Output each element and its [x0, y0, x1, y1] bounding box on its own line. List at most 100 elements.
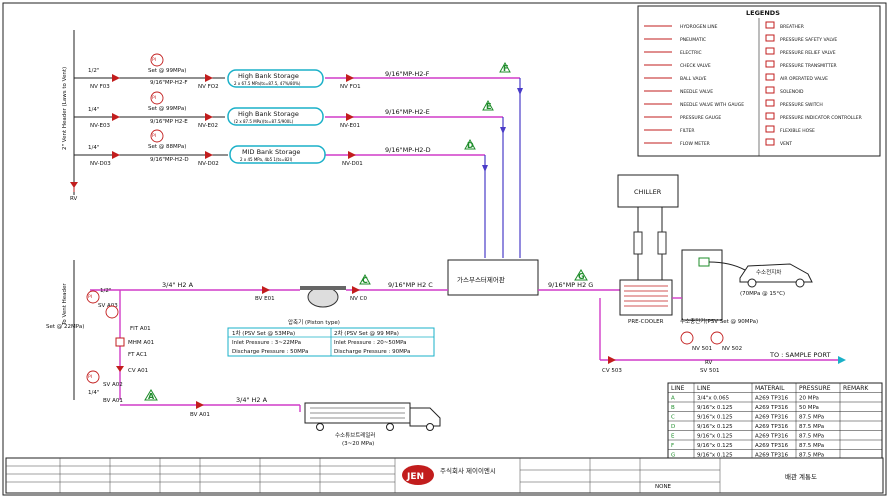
vehicle-label: 수소전지차 [756, 268, 781, 276]
gauge-a03-text: PI [88, 294, 92, 300]
legend-right-symbol [765, 60, 775, 68]
valve-nv-501-label: NV 501 [692, 346, 712, 352]
legend-right-symbol [765, 47, 775, 55]
line-table-cell: A269 TP316 [755, 453, 789, 459]
line-table-cell: 9/16"x 0.125 [697, 453, 733, 459]
valve-d02-label: NV-D02 [198, 161, 219, 167]
stage2-label: 2차 (PSV Set @ 99 MPa) [334, 329, 399, 337]
legend-left-item: FLOW METER [680, 141, 710, 147]
stage2-discharge: Discharge Pressure : 90MPa [334, 349, 410, 355]
line-e-left-label: 9/16"MP H2-E [150, 119, 188, 125]
valve-cv-503-icon[interactable] [608, 356, 616, 364]
line-table-cell: D [671, 424, 675, 430]
line-table-cell: E [671, 434, 675, 440]
line-table-cell: A269 TP316 [755, 424, 789, 430]
valve-cv-a01-icon[interactable] [116, 366, 124, 372]
quarter-inch-e: 1/4" [88, 107, 99, 113]
valve-f03-label: NV F03 [90, 84, 110, 90]
line-table-cell: B [671, 405, 675, 411]
fit-a01-label: FIT A01 [130, 326, 151, 332]
valve-d01-icon[interactable] [348, 151, 356, 159]
line-table-header: REMARK [843, 385, 869, 392]
company-logo-icon [402, 465, 434, 485]
legend-left-item: NEEDLE VALVE WITH GAUGE [680, 102, 744, 108]
valve-d03-label: NV-D03 [90, 161, 111, 167]
valve-e01-icon[interactable] [346, 113, 354, 121]
tag-g: G [578, 272, 585, 281]
sample-port-arrow [838, 356, 846, 364]
tag-c-triangle [359, 273, 371, 285]
line-f-right-label: 9/16"MP-H2-F [385, 70, 430, 78]
tag-f: F [503, 64, 508, 73]
dispenser-nozzle-icon [698, 257, 710, 267]
legend-left-item: NEEDLE VALVE [680, 89, 713, 95]
line-d-arrow [482, 165, 488, 172]
line-table-cell: 9/16"x 0.125 [697, 434, 733, 440]
valve-fo2-icon[interactable] [205, 74, 213, 82]
half-inch-a03: 1/2" [100, 288, 111, 294]
dispenser-hose [708, 261, 746, 271]
vent-header-label: 2" Vent Header (Laws to Vent) [62, 67, 68, 150]
legend-right-symbol [765, 138, 775, 146]
ft-label: FT AC1 [128, 352, 147, 358]
legend-left-item: BALL VALVE [680, 76, 707, 82]
valve-e02-label: NV-E02 [198, 123, 218, 129]
valve-f03-icon[interactable] [112, 74, 120, 82]
line-c-label: 9/16"MP H2 C [388, 281, 433, 289]
valve-bv-a01-icon[interactable] [196, 401, 204, 409]
valve-nv-c0-icon[interactable] [352, 286, 360, 294]
legend-right-item: PRESSURE SWITCH [780, 102, 823, 108]
precooler-coil [624, 285, 668, 307]
legend-title: LEGENDS [746, 9, 780, 17]
legend-right-symbol [765, 86, 775, 94]
tag-a-triangle [144, 389, 158, 401]
legend-right-symbol [765, 125, 775, 133]
line-table-cell: A [671, 396, 675, 402]
rv-label: RV [70, 196, 78, 202]
gauge-a03-icon [86, 290, 100, 304]
valve-e01-label: NV-E01 [340, 123, 360, 129]
legend-right-symbol [765, 99, 775, 107]
set-label-d: Set @ 88MPa) [148, 144, 186, 150]
line-table-cell: 3/4"x 0.065 [697, 396, 730, 402]
gauge-f-icon [150, 53, 164, 67]
gauge-d-icon [150, 129, 164, 143]
gauge-e-icon [150, 91, 164, 105]
line-e-right-label: 9/16"MP-H2-E [385, 108, 430, 116]
vent-header-label-2: To Vent Header [62, 283, 68, 326]
line-table-header: LINE [697, 385, 711, 392]
valve-sv-a02-label: SV A02 [103, 382, 123, 388]
valve-d02-icon[interactable] [205, 151, 213, 159]
rv-valve-icon [70, 182, 78, 188]
gauge-d-text: PI [152, 133, 156, 139]
precooler-box [619, 279, 673, 316]
mid-bank-sub: 2 x 45 MPa, 4b5 1(ts=82l) [240, 157, 293, 162]
tube-trailer-tubes [310, 407, 405, 419]
gauge-501-icon [680, 331, 694, 345]
title-block [5, 457, 884, 494]
tag-c: C [362, 276, 368, 285]
valve-fo1-icon[interactable] [346, 74, 354, 82]
tag-e-triangle [482, 99, 494, 111]
legend-right-item: PRESSURE RELIEF VALVE [780, 50, 836, 56]
legend-right-item: FLEXIBLE HOSE [780, 128, 815, 134]
stage1-inlet: Inlet Pressure : 3~22MPa [232, 340, 301, 346]
trailer-spec: (3~20 MPa) [342, 441, 374, 447]
valve-e03-icon[interactable] [112, 113, 120, 121]
line-g-label: 9/16"MP H2 G [548, 281, 593, 289]
valve-d03-icon[interactable] [112, 151, 120, 159]
half-inch-f: 1/2" [88, 68, 99, 74]
line-table-cell: 9/16"x 0.125 [697, 415, 733, 421]
legend-left-item: HYDROGEN LINE [680, 24, 718, 30]
set-label-a: Set @ 22MPa) [46, 324, 84, 330]
line-table-cell: F [671, 443, 674, 449]
high-bank-storage-2 [227, 107, 324, 126]
line-table-cell: 87.5 MPa [799, 424, 824, 430]
tube-trailer-cab [409, 407, 441, 427]
mid-bank-storage [229, 145, 326, 164]
valve-e02-icon[interactable] [205, 113, 213, 121]
valve-bv-e01-icon[interactable] [262, 286, 270, 294]
legend-left-item: CHECK VALVE [680, 63, 711, 69]
